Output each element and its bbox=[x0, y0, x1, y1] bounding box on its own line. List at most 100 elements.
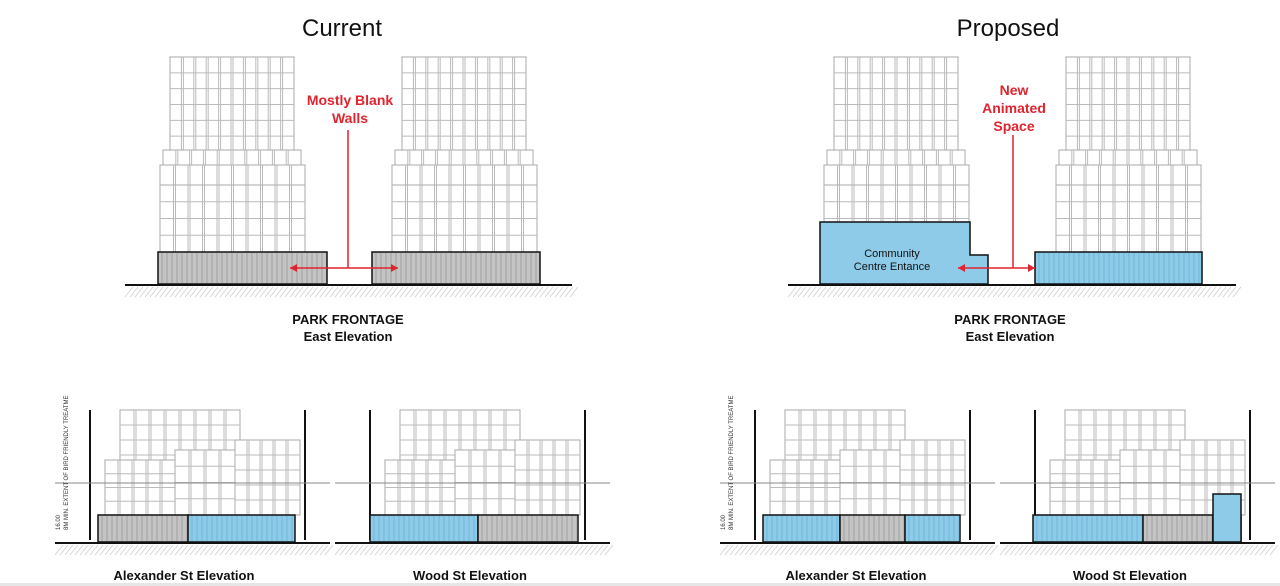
ground-hatch bbox=[1102, 286, 1112, 298]
dimension-note: 8M MIN. EXTENT OF BIRD FRIENDLY TREATME bbox=[729, 396, 735, 530]
animated-base bbox=[1034, 251, 1203, 285]
ground-hatch bbox=[1134, 544, 1144, 556]
ground-hatch bbox=[1249, 544, 1259, 556]
ground-hatch bbox=[1202, 286, 1212, 298]
ground-hatch bbox=[209, 544, 219, 556]
ground-hatch bbox=[834, 544, 844, 556]
ground-hatch bbox=[974, 544, 984, 556]
ground-hatch bbox=[1222, 286, 1232, 298]
ground-hatch bbox=[744, 544, 754, 556]
ground-hatch bbox=[984, 544, 994, 556]
ground-hatch bbox=[344, 544, 354, 556]
ground-hatch bbox=[892, 286, 902, 298]
ground-hatch bbox=[239, 544, 249, 556]
ground-hatch bbox=[559, 544, 569, 556]
ground-hatch bbox=[837, 286, 847, 298]
ground-hatch bbox=[399, 544, 409, 556]
ground-hatch bbox=[99, 544, 109, 556]
ground-hatch bbox=[1152, 286, 1162, 298]
ground-hatch bbox=[489, 286, 499, 298]
ground-hatch bbox=[1057, 286, 1067, 298]
ground-hatch bbox=[864, 544, 874, 556]
ground-hatch bbox=[359, 286, 369, 298]
ground-hatch bbox=[349, 544, 359, 556]
ground-hatch bbox=[164, 544, 174, 556]
ground-hatch bbox=[374, 286, 384, 298]
ground-hatch bbox=[464, 286, 474, 298]
podium-top bbox=[159, 164, 306, 186]
ground-hatch bbox=[1174, 544, 1184, 556]
ground-hatch bbox=[109, 544, 119, 556]
ground-hatch bbox=[439, 544, 449, 556]
ground-hatch bbox=[314, 544, 324, 556]
ground-hatch bbox=[59, 544, 69, 556]
podium-block bbox=[234, 439, 301, 516]
ground-hatch bbox=[1124, 544, 1134, 556]
ground-hatch bbox=[739, 544, 749, 556]
ground-hatch bbox=[1214, 544, 1224, 556]
ground-hatch bbox=[962, 286, 972, 298]
ground-hatch bbox=[764, 544, 774, 556]
ground-hatch bbox=[1107, 286, 1117, 298]
ground-hatch bbox=[724, 544, 734, 556]
community-centre-base bbox=[819, 221, 989, 285]
ground-hatch bbox=[1184, 544, 1194, 556]
ground-hatch bbox=[897, 286, 907, 298]
ground-hatch bbox=[184, 286, 194, 298]
ground-hatch bbox=[194, 286, 204, 298]
ground-hatch bbox=[817, 286, 827, 298]
ground-hatch bbox=[929, 544, 939, 556]
ground-hatch bbox=[904, 544, 914, 556]
ground-hatch bbox=[794, 544, 804, 556]
ground-hatch bbox=[79, 544, 89, 556]
ground-hatch bbox=[559, 286, 569, 298]
ground-hatch bbox=[894, 544, 904, 556]
ground-hatch bbox=[224, 286, 234, 298]
podium-top bbox=[1055, 164, 1202, 186]
ground-hatch bbox=[787, 286, 797, 298]
ground-floor-segment bbox=[477, 514, 579, 543]
ground-hatch bbox=[867, 286, 877, 298]
ground-hatch bbox=[1087, 286, 1097, 298]
ground-hatch bbox=[882, 286, 892, 298]
ground-hatch bbox=[1077, 286, 1087, 298]
ground-hatch bbox=[807, 286, 817, 298]
ground-hatch bbox=[514, 544, 524, 556]
annotation-line: Space bbox=[993, 118, 1035, 134]
ground-hatch bbox=[534, 286, 544, 298]
ground-hatch bbox=[939, 544, 949, 556]
ground-hatch bbox=[852, 286, 862, 298]
ground-hatch bbox=[389, 544, 399, 556]
ground-hatch bbox=[479, 544, 489, 556]
ground-floor-segment bbox=[904, 514, 961, 543]
ground-hatch bbox=[759, 544, 769, 556]
ground-hatch bbox=[1217, 286, 1227, 298]
ground-floor-segment bbox=[839, 514, 906, 543]
ground-hatch bbox=[214, 544, 224, 556]
ground-hatch bbox=[872, 286, 882, 298]
ground-hatch bbox=[799, 544, 809, 556]
ground-hatch bbox=[279, 286, 289, 298]
ground-hatch bbox=[564, 286, 574, 298]
proposed-annotation: New Animated Space bbox=[944, 81, 1084, 135]
ground-hatch bbox=[309, 544, 319, 556]
ground-hatch bbox=[149, 544, 159, 556]
ground-hatch bbox=[214, 286, 224, 298]
ground-hatch bbox=[944, 544, 954, 556]
ground-hatch bbox=[179, 544, 189, 556]
tower-setback bbox=[162, 149, 302, 166]
ground-hatch bbox=[389, 286, 399, 298]
ground-hatch bbox=[134, 544, 144, 556]
ground-hatch bbox=[319, 544, 329, 556]
caption-line: PARK FRONTAGE bbox=[954, 312, 1066, 327]
arrow-head bbox=[1028, 264, 1035, 272]
elevation-label: Alexander St Elevation bbox=[785, 568, 927, 583]
caption-line: PARK FRONTAGE bbox=[292, 312, 404, 327]
ground-hatch bbox=[1044, 544, 1054, 556]
ground-hatch bbox=[384, 286, 394, 298]
ground-hatch bbox=[504, 286, 514, 298]
proposed-title: Proposed bbox=[956, 15, 1060, 42]
ground-hatch bbox=[504, 544, 514, 556]
ground-hatch bbox=[1187, 286, 1197, 298]
ground-hatch bbox=[94, 544, 104, 556]
